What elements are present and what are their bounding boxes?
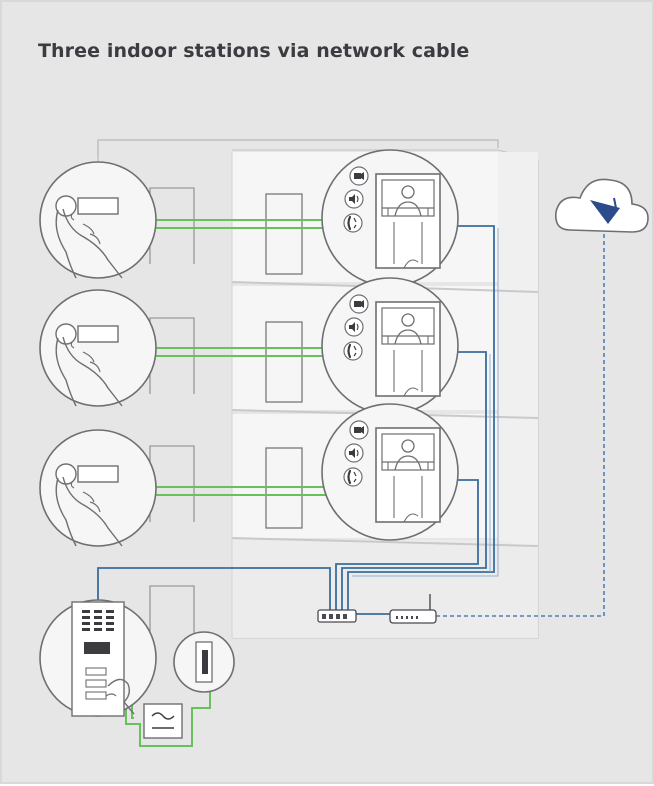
network-cables (97, 225, 495, 615)
indoor-station-bottom (320, 402, 460, 542)
cloud-icon (554, 178, 649, 233)
doorbell-button-icon-bottom (39, 429, 157, 547)
doorbell-button-icon-top (39, 161, 157, 279)
two-wire-lines (125, 219, 330, 747)
doorbell-button-icon-middle (39, 289, 157, 407)
door-station-icon (39, 599, 157, 717)
network-switch-icon (317, 609, 357, 623)
cloud-link (436, 224, 605, 617)
indoor-station-top (320, 148, 460, 288)
power-supply-icon (143, 703, 183, 739)
network-cables-shadow (352, 228, 499, 577)
indoor-station-middle (320, 276, 460, 416)
router-icon (389, 594, 437, 624)
door-opener-icon (173, 631, 235, 693)
diagram-title: Three indoor stations via network cable (38, 40, 470, 62)
